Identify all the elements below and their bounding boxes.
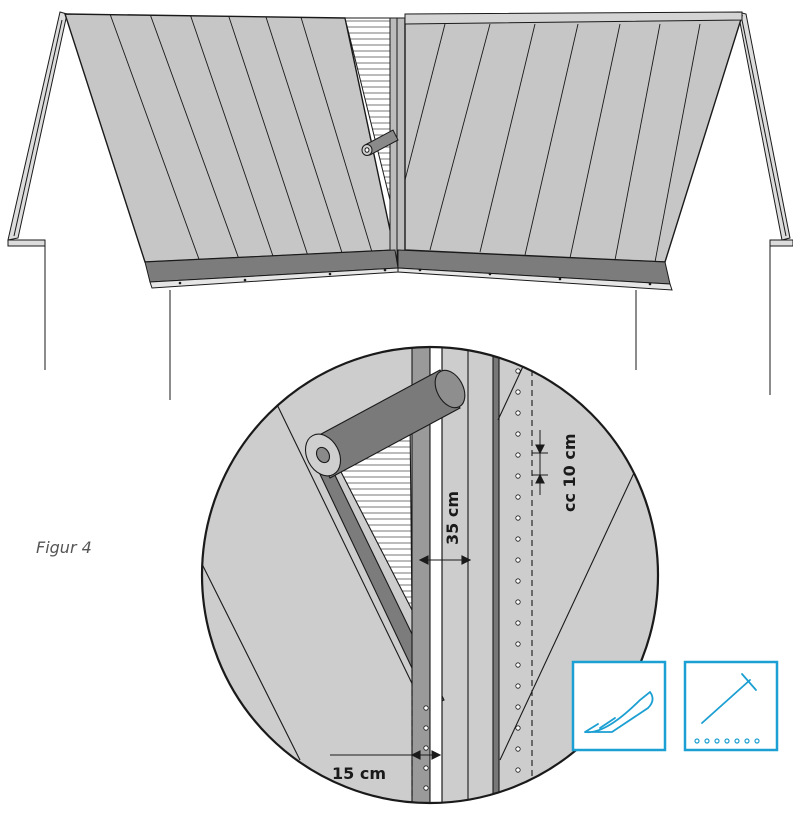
knife-icon	[571, 660, 667, 752]
right-eave-corner	[769, 239, 793, 247]
detail-magnifier	[200, 345, 660, 805]
left-gable-trim	[7, 11, 68, 241]
roll-small	[361, 129, 399, 156]
left-roof-plane	[64, 13, 396, 263]
right-roof-plane	[404, 15, 743, 263]
right-ridge-cap	[404, 11, 743, 25]
dim-label-cc10cm: cc 10 cm	[560, 433, 579, 512]
nail-icon	[683, 660, 779, 752]
left-eave-corner	[7, 239, 46, 247]
dim-label-15cm: 15 cm	[332, 764, 386, 783]
figure-caption: Figur 4	[36, 538, 92, 557]
roll-large	[304, 369, 466, 479]
dim-label-35cm: 35 cm	[443, 491, 462, 545]
house-overview	[7, 11, 793, 400]
